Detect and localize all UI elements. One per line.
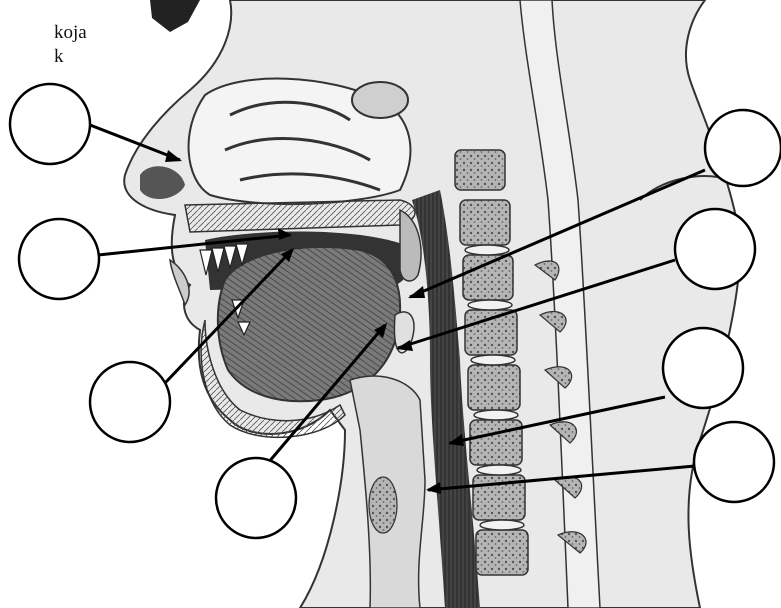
label-circle-7[interactable]	[663, 328, 743, 408]
thyroid-gland	[369, 477, 397, 533]
label-circle-2[interactable]	[19, 219, 99, 299]
label-circle-1[interactable]	[10, 84, 90, 164]
top-scan-artifact	[150, 0, 200, 32]
label-circle-3[interactable]	[90, 362, 170, 442]
label-circle-8[interactable]	[694, 422, 774, 502]
label-circle-4[interactable]	[216, 458, 296, 538]
sphenoid-sinus	[352, 82, 408, 118]
label-circle-5[interactable]	[705, 110, 781, 186]
label-circle-6[interactable]	[675, 209, 755, 289]
